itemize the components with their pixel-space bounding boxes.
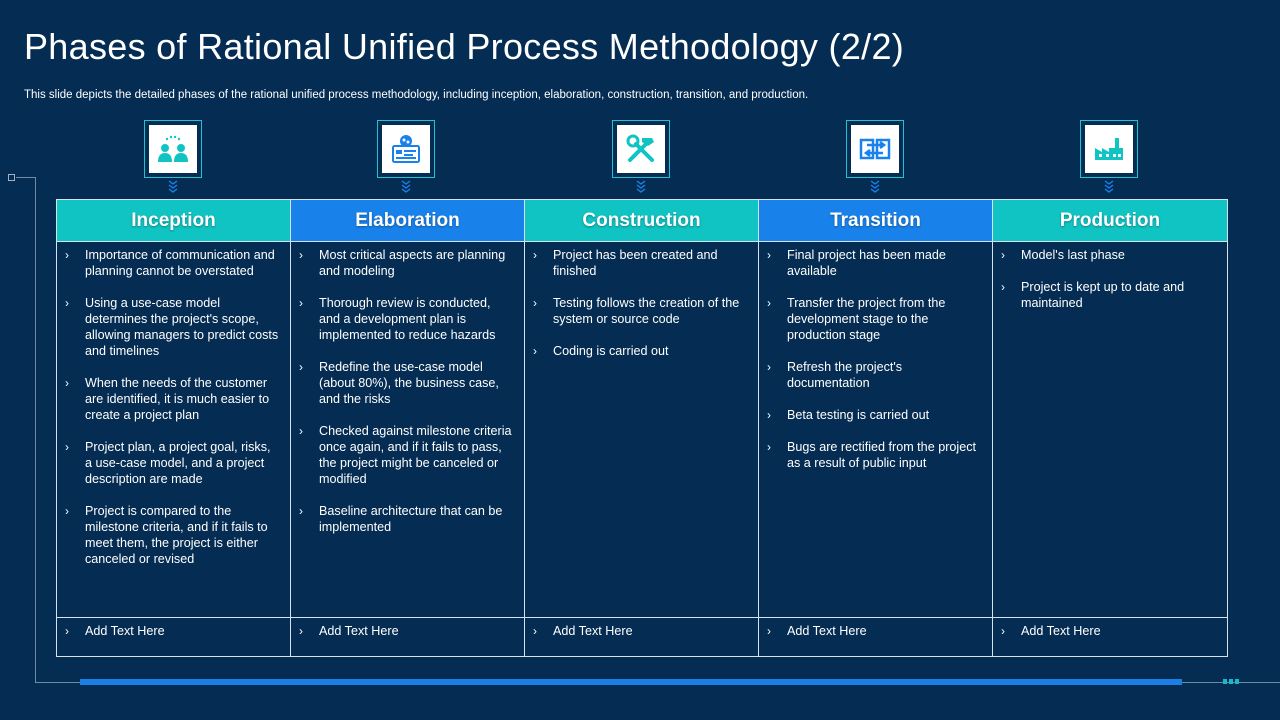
decorative-square bbox=[8, 174, 15, 181]
production-icon-frame bbox=[1080, 120, 1138, 178]
hammer-wrench-icon bbox=[626, 134, 654, 162]
list-item: ›Testing follows the creation of the sys… bbox=[533, 296, 740, 326]
chevron-down-icon bbox=[1104, 180, 1114, 193]
brain-dashboard-icon bbox=[392, 135, 420, 163]
list-item: ›Baseline architecture that can be imple… bbox=[299, 504, 503, 534]
chevron-down-icon bbox=[401, 180, 411, 193]
phase-details-inception: ›Importance of communication and plannin… bbox=[57, 241, 291, 617]
list-item: ›Bugs are rectified from the project as … bbox=[767, 440, 976, 470]
phase-footer-elaboration: ›Add Text Here bbox=[291, 617, 525, 656]
phase-details-production: ›Model's last phase ›Project is kept up … bbox=[993, 241, 1227, 617]
list-item: ›Add Text Here bbox=[65, 624, 165, 638]
slide-subtitle: This slide depicts the detailed phases o… bbox=[24, 89, 809, 101]
chevron-down-icon bbox=[168, 180, 178, 193]
list-item: ›Importance of communication and plannin… bbox=[65, 248, 275, 278]
list-item: ›Redefine the use-case model (about 80%)… bbox=[299, 360, 499, 406]
list-item: ›Project has been created and finished bbox=[533, 248, 718, 278]
list-item: ›Add Text Here bbox=[299, 624, 399, 638]
inception-icon-frame bbox=[144, 120, 202, 178]
slide-title: Phases of Rational Unified Process Metho… bbox=[24, 26, 905, 67]
phase-header-production: Production bbox=[993, 200, 1227, 241]
transfer-flow-icon bbox=[859, 138, 891, 160]
list-item: ›When the needs of the customer are iden… bbox=[65, 376, 270, 422]
list-item: ›Project is compared to the milestone cr… bbox=[65, 504, 268, 566]
list-item: ›Final project has been made available bbox=[767, 248, 946, 278]
list-item: ›Project plan, a project goal, risks, a … bbox=[65, 440, 271, 486]
phase-header-elaboration: Elaboration bbox=[291, 200, 525, 241]
list-item: ›Beta testing is carried out bbox=[767, 408, 930, 422]
list-item: ›Project is kept up to date and maintain… bbox=[1001, 280, 1185, 310]
phase-header-construction: Construction bbox=[525, 200, 759, 241]
phases-table: Inception Elaboration Construction Trans… bbox=[56, 199, 1228, 657]
construction-icon-frame bbox=[612, 120, 670, 178]
chevron-down-icon bbox=[636, 180, 646, 193]
phase-details-construction: ›Project has been created and finished ›… bbox=[525, 241, 759, 617]
list-item: ›Refresh the project's documentation bbox=[767, 360, 903, 390]
phase-header-inception: Inception bbox=[57, 200, 291, 241]
list-item: ›Coding is carried out bbox=[533, 344, 669, 358]
phase-footer-construction: ›Add Text Here bbox=[525, 617, 759, 656]
list-item: ›Thorough review is conducted, and a dev… bbox=[299, 296, 496, 342]
phase-footer-production: ›Add Text Here bbox=[993, 617, 1227, 656]
people-meeting-icon bbox=[158, 135, 188, 162]
phase-header-transition: Transition bbox=[759, 200, 993, 241]
list-item: ›Checked against milestone criteria once… bbox=[299, 424, 512, 486]
phase-footer-transition: ›Add Text Here bbox=[759, 617, 993, 656]
list-item: ›Transfer the project from the developme… bbox=[767, 296, 946, 342]
list-item: ›Model's last phase bbox=[1001, 248, 1125, 262]
list-item: ›Add Text Here bbox=[767, 624, 867, 638]
list-item: ›Add Text Here bbox=[533, 624, 633, 638]
phase-footer-inception: ›Add Text Here bbox=[57, 617, 291, 656]
phase-details-transition: ›Final project has been made available ›… bbox=[759, 241, 993, 617]
decorative-dots bbox=[1223, 679, 1239, 684]
list-item: ›Add Text Here bbox=[1001, 624, 1101, 638]
factory-icon bbox=[1095, 138, 1123, 160]
elaboration-icon-frame bbox=[377, 120, 435, 178]
phase-details-elaboration: ›Most critical aspects are planning and … bbox=[291, 241, 525, 617]
accent-bar bbox=[80, 679, 1182, 685]
transition-icon-frame bbox=[846, 120, 904, 178]
chevron-down-icon bbox=[870, 180, 880, 193]
list-item: ›Most critical aspects are planning and … bbox=[299, 248, 506, 278]
decorative-line bbox=[16, 177, 36, 178]
decorative-line bbox=[35, 177, 36, 683]
list-item: ›Using a use-case model determines the p… bbox=[65, 296, 279, 358]
